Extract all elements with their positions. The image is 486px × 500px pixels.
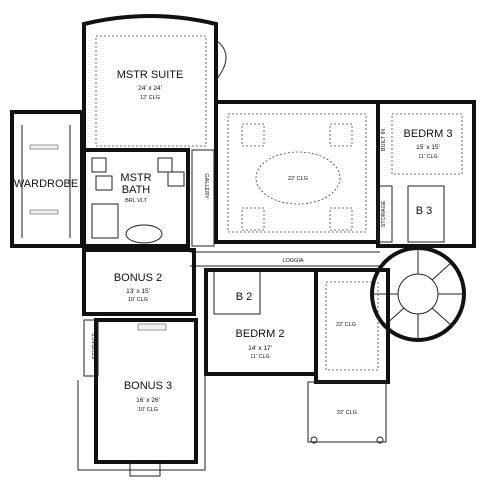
master-suite-walls <box>82 14 218 160</box>
storage-left-label: STORAGE <box>92 332 98 359</box>
bedroom3-walls <box>376 100 476 248</box>
bonus3-walls <box>94 318 198 464</box>
bath3-label: B 3 <box>416 205 433 217</box>
master-suite-size: 24' x 24' <box>138 85 162 92</box>
bedroom3-ceiling-line <box>391 113 463 175</box>
bonus2-size: 13' x 15' <box>126 288 150 295</box>
sink <box>91 157 107 173</box>
ceiling-panel <box>329 207 353 231</box>
open-area-ceiling: 22' CLG <box>336 322 356 328</box>
central-room-ceiling: 22' CLG <box>288 176 308 182</box>
gallery-outline <box>191 149 215 247</box>
built-in-label: BUILT IN <box>381 129 387 151</box>
bath2-label: B 2 <box>236 291 253 303</box>
master-bath-label-2: BATH <box>122 184 151 196</box>
stair-tread <box>431 261 453 281</box>
bath3-outline <box>407 185 445 243</box>
bedroom3-label: BEDRM 3 <box>404 128 453 140</box>
bonus3-entry <box>129 462 161 477</box>
porch-ceiling: 22' CLG <box>337 410 357 416</box>
master-suite-label: MSTR SUITE <box>117 69 184 81</box>
ceiling-panel <box>241 123 265 147</box>
bonus2-label: BONUS 2 <box>114 272 162 284</box>
ceiling-panel <box>329 123 353 147</box>
bathtub <box>125 224 163 244</box>
bedroom2-size: 14' x 17' <box>248 345 272 352</box>
toilet <box>167 171 185 187</box>
bonus3-label: BONUS 3 <box>124 380 172 392</box>
master-suite-door-arc <box>215 39 227 81</box>
central-room-walls <box>214 100 380 244</box>
wardrobe-shelf <box>29 209 59 215</box>
bonus3-window-seat <box>137 323 167 331</box>
master-suite-ceiling: 12' CLG <box>140 95 160 101</box>
storage-left-outline <box>83 319 99 377</box>
storage-right-label: STORAGE <box>381 200 387 227</box>
bedroom3-ceiling: 11' CLG <box>418 154 438 160</box>
gallery-label: GALLERY <box>203 173 209 199</box>
master-bath-walls <box>82 148 190 248</box>
wardrobe-shelf <box>29 144 59 150</box>
master-bath-ceiling: BRL VLT <box>125 198 147 204</box>
porch-outline <box>307 381 387 443</box>
terrace-outline <box>77 370 206 471</box>
bonus2-walls <box>82 248 196 316</box>
ceiling-panel <box>241 207 265 231</box>
central-room-ceiling-line <box>227 113 367 233</box>
bedroom2-ceiling: 11' CLG <box>250 354 270 360</box>
master-suite-ceiling-line <box>95 35 207 147</box>
open-area-ceiling-line <box>325 281 379 371</box>
bonus3-size: 16' x 26' <box>136 397 160 404</box>
bedroom3-size: 15' x 15' <box>416 144 440 151</box>
bonus3-ceiling: 10' CLG <box>138 407 158 413</box>
porch-column <box>310 436 318 444</box>
storage-right-outline <box>377 185 393 243</box>
porch-column <box>376 436 384 444</box>
toilet <box>95 175 113 191</box>
wardrobe-label: WARDROBE <box>14 178 78 190</box>
sink <box>157 157 173 173</box>
stair-tread <box>431 307 453 327</box>
bonus2-ceiling: 10' CLG <box>128 297 148 303</box>
shower <box>91 203 119 239</box>
bedroom2-label: BEDRM 2 <box>236 328 285 340</box>
master-bath-label: MSTR <box>120 172 151 184</box>
central-room-ceiling-oval <box>255 151 341 205</box>
loggia-label: LOGGIA <box>282 258 303 264</box>
